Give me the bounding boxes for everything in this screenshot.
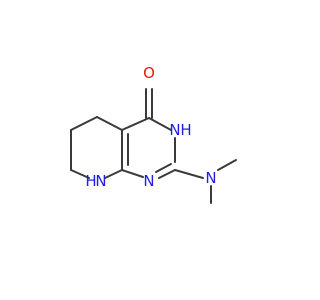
- atom-n1: N: [143, 172, 154, 190]
- bond-nme2-methyl-1: [217, 159, 237, 171]
- bond-layer: [70, 88, 237, 204]
- atom-label-layer: O N H N H N N: [85, 64, 216, 190]
- bond-c7-n8: [70, 169, 90, 179]
- atom-n-dimethyl: N: [205, 169, 216, 187]
- bond-c5-c6: [70, 116, 98, 131]
- bond-c2-nme2: [174, 169, 204, 179]
- bond-c4a-c5: [96, 116, 123, 131]
- atom-h8: H: [85, 172, 96, 190]
- bond-c4-n3: [148, 117, 172, 131]
- molecule-diagram: O N H N H N N: [70, 64, 237, 204]
- bond-c2-n1-b: [155, 163, 172, 173]
- bond-c4a-c4: [121, 117, 150, 131]
- bond-c2-n1-a: [158, 169, 176, 179]
- atom-n8: N: [95, 172, 106, 190]
- atom-oxygen: O: [143, 64, 155, 82]
- atom-h3: H: [180, 121, 191, 139]
- atom-n3: N: [169, 121, 180, 139]
- bond-n1-c8a: [121, 169, 144, 178]
- bond-n8-c8a: [104, 169, 123, 179]
- molecule-structure: O N H N H N N: [70, 64, 237, 204]
